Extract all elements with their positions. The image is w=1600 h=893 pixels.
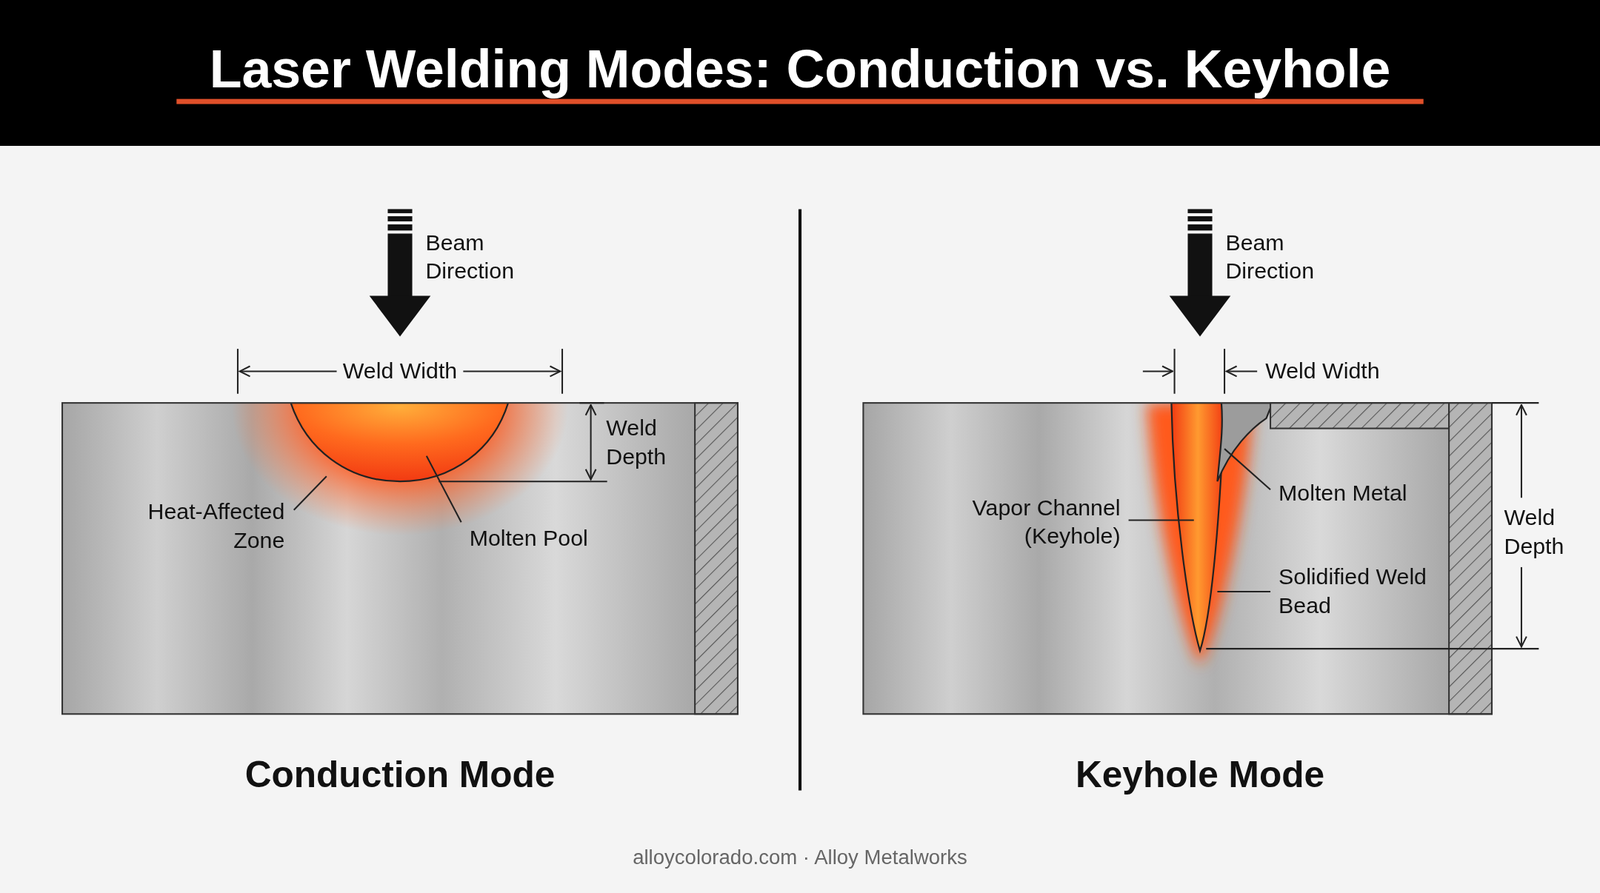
footer-caption: alloycolorado.com · Alloy Metalworks (632, 845, 968, 871)
title-underline (176, 99, 1423, 105)
part-label: Molten Metal (1278, 479, 1408, 508)
part-label: Solidified Weld Bead (1278, 562, 1458, 620)
keyhole-figure (862, 208, 1539, 715)
title: Laser Welding Modes: Conduction vs. Keyh… (209, 37, 1392, 104)
title-bar (0, 0, 1600, 146)
mode-heading: Keyhole Mode (1075, 751, 1325, 798)
dimension-label: Weld Width (337, 357, 464, 386)
dimension-label: Weld Depth (1504, 504, 1586, 561)
mode-heading: Conduction Mode (245, 751, 556, 798)
beam-label: Beam Direction (425, 228, 548, 286)
part-label: Vapor Channel (Keyhole) (941, 494, 1120, 551)
conduction-figure (62, 208, 738, 715)
part-label: Molten Pool (469, 524, 589, 553)
beam-label: Beam Direction (1225, 228, 1348, 286)
divider (798, 208, 802, 791)
zone-label: Heat-Affected Zone (105, 497, 285, 555)
dimension-label: Weld Depth (605, 414, 688, 471)
dimension-label: Weld Width (1265, 357, 1380, 386)
